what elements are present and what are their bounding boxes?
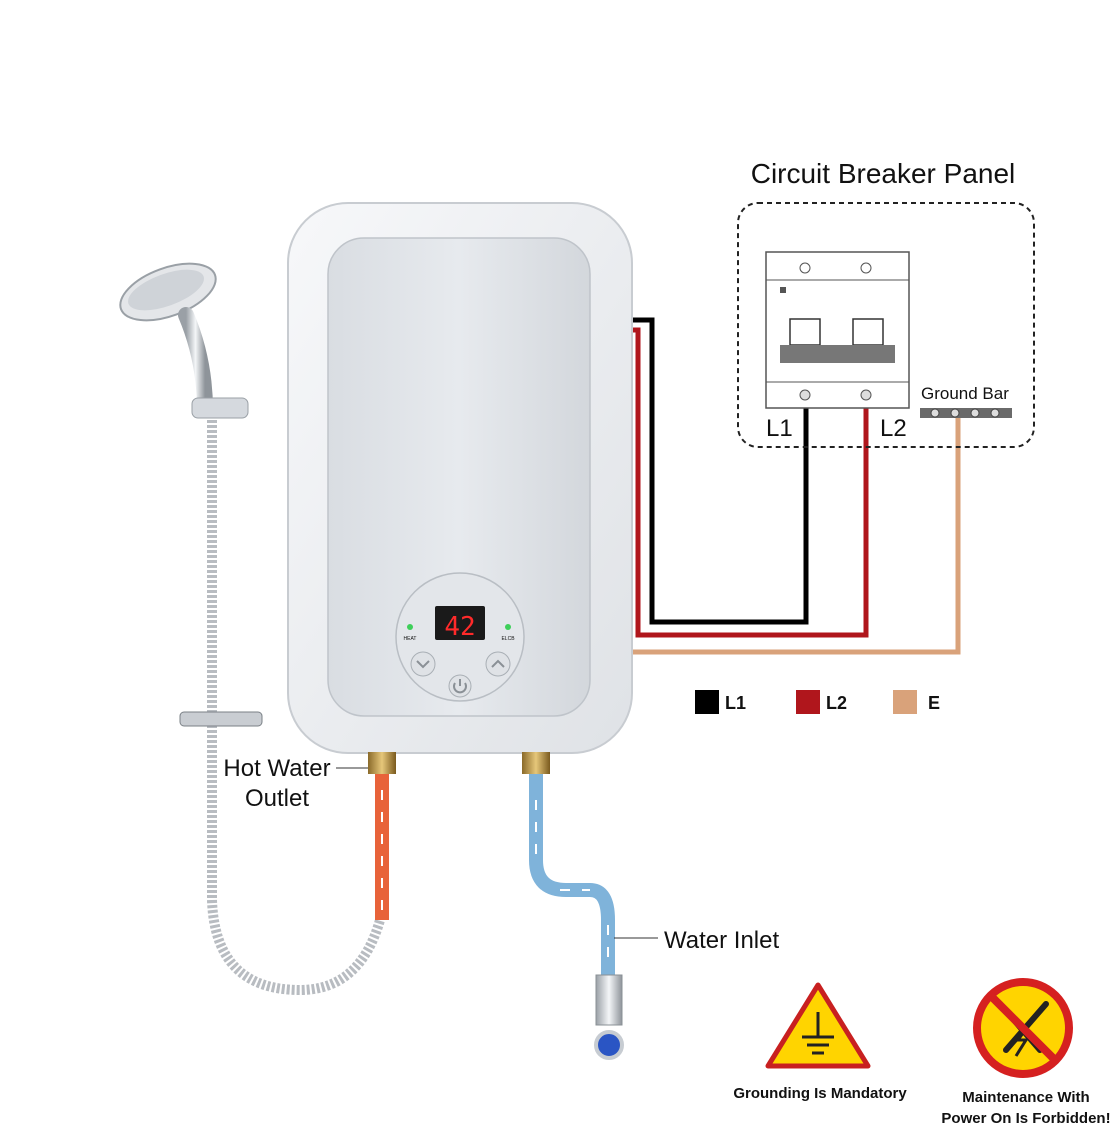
hot-outlet-fitting bbox=[368, 752, 396, 774]
maintenance-warning-line1: Maintenance With bbox=[962, 1089, 1089, 1106]
outlet-label-line2: Outlet bbox=[245, 785, 309, 812]
breaker-switch-l2[interactable] bbox=[852, 318, 884, 346]
screw-icon bbox=[860, 389, 872, 401]
screw-icon bbox=[970, 408, 980, 418]
circuit-breaker-panel bbox=[737, 202, 1035, 448]
legend-label-l1: L1 bbox=[725, 693, 746, 713]
elcb-indicator-icon bbox=[505, 624, 511, 630]
screw-icon bbox=[799, 262, 811, 274]
breaker-switch-l1[interactable] bbox=[789, 318, 821, 346]
terminal-l2-label: L2 bbox=[880, 415, 907, 442]
wire-ground bbox=[633, 415, 961, 655]
shower-hose bbox=[179, 420, 385, 996]
cold-water-pipe bbox=[529, 774, 624, 1060]
panel-outline bbox=[737, 202, 1035, 448]
terminal-l1-label: L1 bbox=[766, 415, 793, 442]
screw-icon bbox=[860, 262, 872, 274]
screw-icon bbox=[799, 389, 811, 401]
screw-icon bbox=[930, 408, 940, 418]
breaker-body bbox=[765, 251, 910, 409]
heat-indicator-label: HEAT bbox=[404, 636, 417, 642]
screw-icon bbox=[950, 408, 960, 418]
temp-down-button[interactable] bbox=[410, 651, 436, 677]
elcb-indicator-label: ELCB bbox=[501, 636, 515, 642]
cold-inlet-fitting bbox=[522, 752, 550, 774]
inlet-valve-icon bbox=[594, 1030, 624, 1060]
display-value: 42 bbox=[444, 612, 475, 642]
legend-label-l2: L2 bbox=[826, 693, 847, 713]
maintenance-warning-line2: Power On Is Forbidden! bbox=[941, 1110, 1110, 1127]
wire-l2 bbox=[633, 327, 869, 638]
heat-indicator-icon bbox=[407, 624, 413, 630]
panel-title: Circuit Breaker Panel bbox=[751, 158, 1016, 189]
ground-bar-label: Ground Bar bbox=[921, 384, 1009, 403]
temperature-display bbox=[435, 606, 485, 640]
ground-bar bbox=[920, 408, 1012, 418]
legend-swatch-l2 bbox=[796, 690, 820, 714]
legend-label-e: E bbox=[928, 693, 940, 713]
shower-head-icon bbox=[119, 262, 249, 419]
grounding-warning-label: Grounding Is Mandatory bbox=[733, 1085, 907, 1102]
wire-l1 bbox=[633, 317, 809, 625]
inlet-label: Water Inlet bbox=[664, 927, 779, 954]
legend-swatch-e bbox=[893, 690, 917, 714]
water-heater bbox=[287, 202, 633, 774]
temp-up-button[interactable] bbox=[485, 651, 511, 677]
legend-swatch-l1 bbox=[695, 690, 719, 714]
outlet-label-line1: Hot Water bbox=[223, 755, 330, 782]
no-maintenance-icon bbox=[973, 978, 1073, 1078]
screw-icon bbox=[990, 408, 1000, 418]
grounding-warning-icon bbox=[765, 982, 871, 1069]
power-button[interactable] bbox=[448, 674, 472, 698]
